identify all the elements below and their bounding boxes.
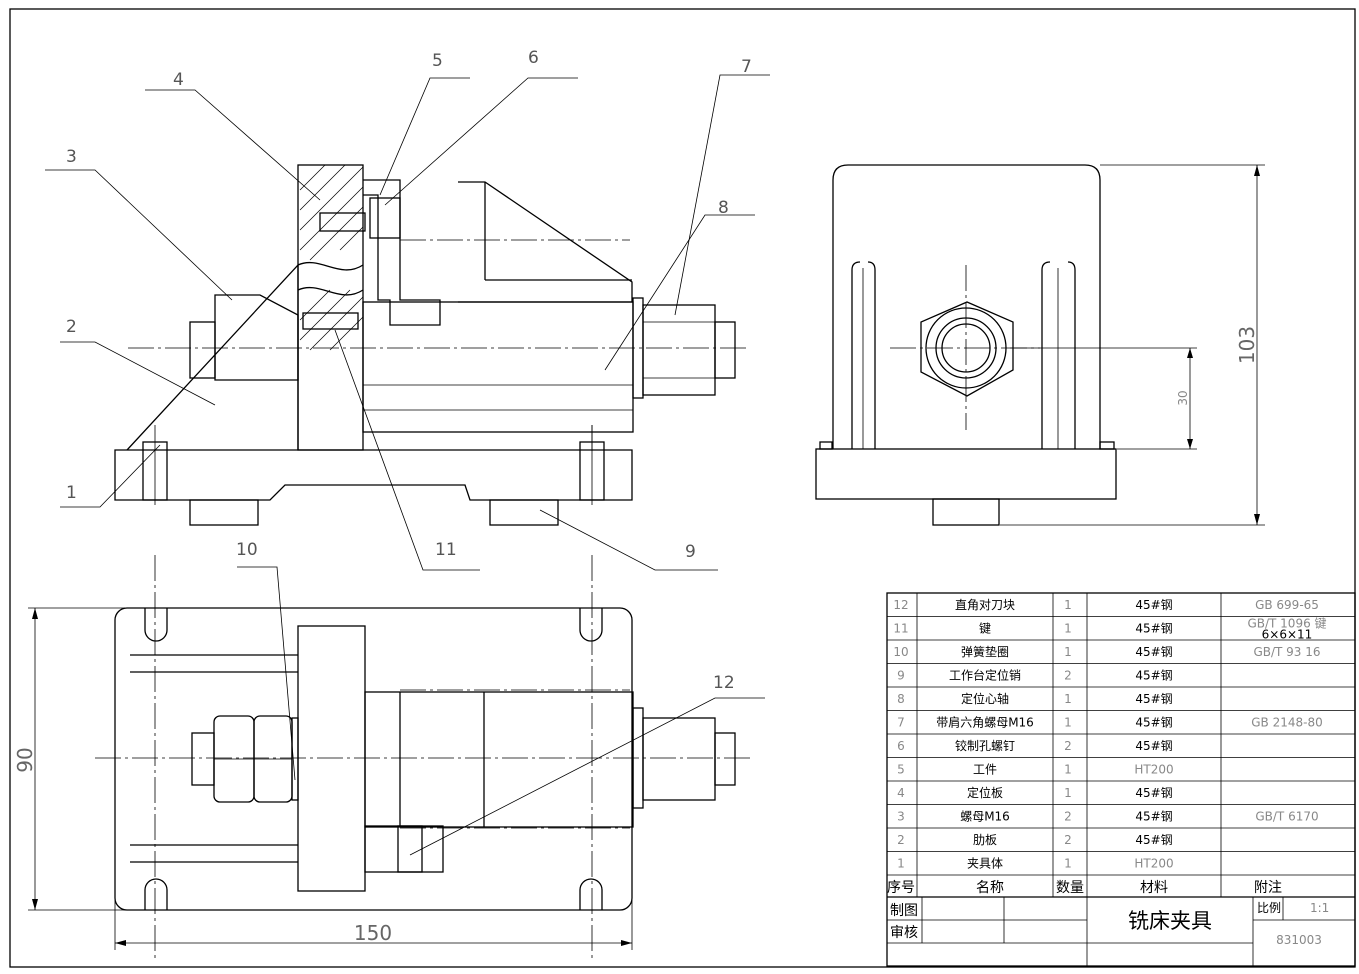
scale-label: 比例 [1257,901,1281,915]
parts-cell-material: HT200 [1134,857,1173,871]
parts-cell-no: 6 [897,739,905,753]
parts-cell-material: 45#钢 [1135,739,1172,753]
leaders [45,74,770,856]
parts-header-name: 名称 [976,880,1004,896]
balloon-3: 3 [66,147,77,167]
drawing-number: 831003 [1276,933,1322,947]
parts-cell-no: 3 [897,810,905,824]
parts-cell-note: GB/T 93 16 [1253,645,1320,659]
parts-cell-name: 铰制孔螺钉 [955,738,1015,753]
balloon-8: 8 [718,198,729,218]
parts-cell-name: 工作台定位销 [949,668,1021,683]
parts-cell-no: 1 [897,857,905,871]
parts-cell-qty: 1 [1064,716,1072,730]
parts-cell-no: 12 [893,598,908,612]
balloon-10: 10 [236,540,258,560]
parts-cell-name: 定位板 [967,785,1003,800]
parts-cell-material: 45#钢 [1135,716,1172,730]
balloon-9: 9 [685,542,696,562]
parts-cell-qty: 2 [1064,669,1072,683]
parts-cell-name: 工件 [973,763,997,777]
balloon-5: 5 [432,51,443,71]
parts-cell-name: 螺母M16 [960,810,1010,824]
balloon-11: 11 [435,540,457,560]
parts-header-note: 附注 [1254,880,1282,896]
drawing-border [9,8,1356,968]
dim-overall-width: 150 [354,921,392,945]
parts-cell-qty: 2 [1064,833,1072,847]
parts-cell-qty: 1 [1064,598,1072,612]
parts-cell-material: 45#钢 [1135,833,1172,847]
parts-cell-material: 45#钢 [1135,692,1172,706]
parts-cell-material: 45#钢 [1135,669,1172,683]
parts-cell-qty: 1 [1064,857,1072,871]
balloon-7: 7 [741,57,752,77]
parts-cell-material: 45#钢 [1135,598,1172,612]
parts-cell-qty: 2 [1064,810,1072,824]
balloon-2: 2 [66,317,77,337]
parts-cell-name: 带肩六角螺母M16 [936,715,1034,730]
parts-cell-no: 8 [897,692,905,706]
title-block: 制图 审核 铣床夹具 比例 1:1 831003 [887,897,1355,966]
parts-cell-name: 夹具体 [967,857,1003,871]
parts-cell-name: 定位心轴 [961,691,1009,706]
balloon-labels: 1 2 3 4 5 6 7 8 9 10 11 12 [66,48,752,693]
parts-cell-name: 直角对刀块 [955,598,1015,612]
side-view [815,164,1117,526]
parts-cell-qty: 1 [1064,763,1072,777]
parts-cell-material: 45#钢 [1135,810,1172,824]
parts-cell-name: 键 [979,622,991,636]
parts-cell-no: 11 [893,622,908,636]
parts-cell-note: GB 699-65 [1255,598,1319,612]
parts-cell-no: 7 [897,716,905,730]
parts-cell-note: GB/T 1096 键 [1247,617,1326,631]
parts-cell-material: 45#钢 [1135,786,1172,800]
parts-cell-name: 弹簧垫圈 [961,644,1009,659]
parts-cell-note-line2: 6×6×11 [1262,628,1313,642]
parts-cell-no: 9 [897,669,905,683]
parts-header-no: 序号 [887,880,915,896]
dim-overall-height: 103 [1235,326,1259,364]
parts-cell-qty: 2 [1064,739,1072,753]
parts-header-material: 材料 [1140,880,1168,896]
parts-cell-qty: 1 [1064,692,1072,706]
dim-overall-depth: 90 [13,747,37,772]
parts-cell-no: 2 [897,833,905,847]
dimensions: 103 30 150 90 [13,164,1265,950]
parts-cell-material: 45#钢 [1135,622,1172,636]
parts-cell-qty: 1 [1064,786,1072,800]
front-view [114,164,750,526]
dim-center-height: 30 [1176,390,1190,405]
parts-cell-no: 10 [893,645,908,659]
top-view [95,555,750,960]
balloon-12: 12 [713,673,735,693]
drawing-title: 铣床夹具 [1128,909,1212,933]
parts-cell-material: HT200 [1134,763,1173,777]
parts-cell-qty: 1 [1064,622,1072,636]
drafted-label: 制图 [890,903,918,919]
parts-cell-note: GB 2148-80 [1251,716,1322,730]
scale-value: 1:1 [1310,901,1329,915]
parts-cell-name: 肋板 [973,832,997,847]
parts-cell-no: 5 [897,763,905,777]
balloon-1: 1 [66,483,77,503]
parts-header-qty: 数量 [1056,880,1084,896]
balloon-4: 4 [173,70,184,90]
parts-cell-note: GB/T 6170 [1255,810,1318,824]
parts-cell-no: 4 [897,786,905,800]
reviewed-label: 审核 [890,925,918,941]
parts-cell-material: 45#钢 [1135,645,1172,659]
balloon-6: 6 [528,48,539,68]
parts-cell-qty: 1 [1064,645,1072,659]
